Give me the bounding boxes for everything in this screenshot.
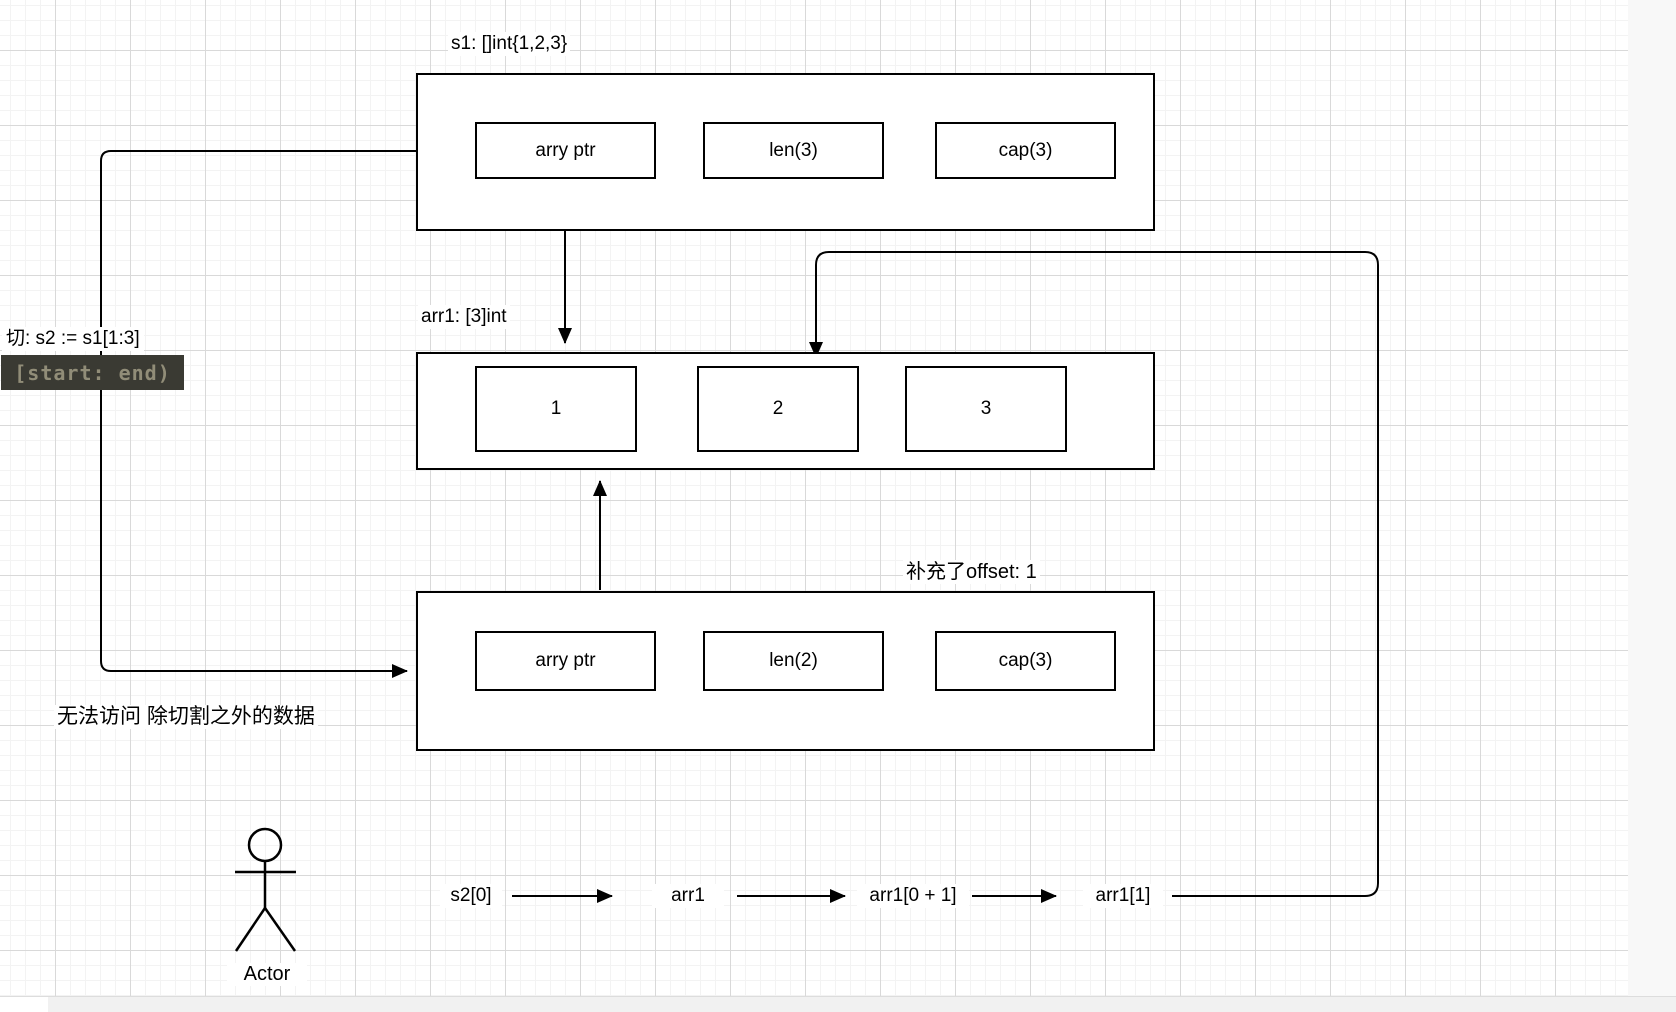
s2-field-arryptr[interactable]: arry ptr <box>475 631 656 691</box>
actor-label[interactable]: Actor <box>227 963 307 986</box>
arr1-cell-3[interactable]: 3 <box>905 366 1067 452</box>
range-code-chip[interactable]: [start: end) <box>1 355 184 390</box>
s2-field-cap[interactable]: cap(3) <box>935 631 1116 691</box>
flow-step-arr1-1[interactable]: arr1[1] <box>1083 884 1163 908</box>
no-access-label[interactable]: 无法访问 除切割之外的数据 <box>54 705 318 729</box>
slice-expression-label[interactable]: 切: s2 := s1[1:3] <box>2 327 144 351</box>
right-panel-area <box>1628 0 1676 996</box>
flow-step-s2-0[interactable]: s2[0] <box>440 884 502 908</box>
s2-struct-box[interactable]: arry ptr len(2) cap(3) <box>416 591 1155 751</box>
arr1-cell-1[interactable]: 1 <box>475 366 637 452</box>
s1-field-len[interactable]: len(3) <box>703 122 884 179</box>
scrollbar-corner <box>0 997 48 1012</box>
s1-field-arryptr[interactable]: arry ptr <box>475 122 656 179</box>
s1-title[interactable]: s1: []int{1,2,3} <box>448 32 571 56</box>
s1-field-cap[interactable]: cap(3) <box>935 122 1116 179</box>
arr1-title[interactable]: arr1: [3]int <box>418 305 510 329</box>
flow-step-arr1[interactable]: arr1 <box>652 884 724 908</box>
arr1-cell-2[interactable]: 2 <box>697 366 859 452</box>
s2-offset-note[interactable]: 补充了offset: 1 <box>903 560 1040 584</box>
arr1-array-box[interactable]: 1 2 3 <box>416 352 1155 470</box>
horizontal-scrollbar[interactable] <box>0 996 1676 1012</box>
s2-field-len[interactable]: len(2) <box>703 631 884 691</box>
s1-struct-box[interactable]: arry ptr len(3) cap(3) <box>416 73 1155 231</box>
flow-step-arr1-0plus1[interactable]: arr1[0 + 1] <box>857 884 969 908</box>
